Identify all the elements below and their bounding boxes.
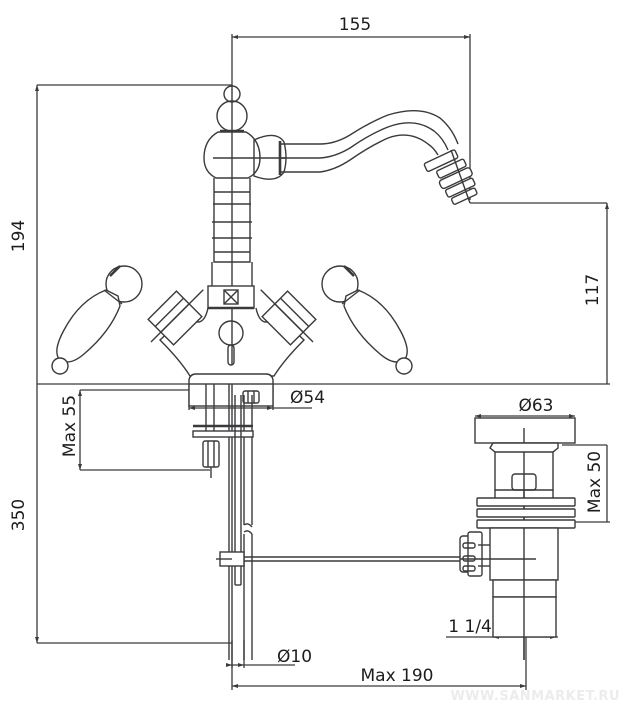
spout-mid — [281, 122, 449, 159]
label-total-height: 194 — [9, 220, 29, 252]
spout-upper — [281, 110, 459, 145]
right-handle[interactable] — [321, 265, 413, 375]
faucet-head — [203, 131, 261, 179]
label-max-rod-distance: Max 190 — [361, 666, 434, 686]
dim-spout-outlet-height: 117 — [470, 202, 609, 384]
label-waste-thread: 1 1/4" — [448, 617, 499, 637]
right-valve — [260, 289, 317, 346]
dim-max-deck-thickness: Max 55 — [60, 389, 210, 471]
break-mark — [243, 523, 253, 528]
finial-top — [223, 85, 241, 103]
left-valve — [147, 289, 204, 346]
waste-ring — [476, 497, 576, 507]
popup-waste — [459, 417, 576, 660]
label-waste-max-height: Max 50 — [585, 451, 605, 513]
label-max-deck-thickness: Max 55 — [60, 395, 80, 457]
label-spout-outlet-height: 117 — [583, 274, 603, 306]
dim-waste-max-height: Max 50 — [562, 444, 610, 523]
waste-flange — [474, 417, 576, 444]
faucet-stem — [213, 178, 251, 263]
dim-max-rod-distance: Max 190 — [231, 600, 527, 690]
fixing-nut — [202, 440, 220, 468]
left-handle[interactable] — [51, 265, 143, 375]
faucet — [51, 84, 478, 407]
label-hose-length: 350 — [9, 499, 29, 531]
dim-hose-length: 350 — [9, 384, 232, 644]
dim-total-height: 194 — [9, 84, 232, 384]
nut-mark-icon — [223, 289, 239, 305]
dim-waste-flange-diameter: Ø63 — [475, 396, 575, 418]
label-supply-diameter: Ø10 — [277, 647, 312, 667]
label-waste-flange-diameter: Ø63 — [518, 396, 553, 416]
dim-supply-diameter: Ø10 — [226, 640, 312, 668]
back-nut-washer — [192, 430, 254, 438]
base-body — [188, 383, 274, 407]
base-flange — [188, 373, 274, 384]
body-boss — [218, 320, 244, 346]
dim-spout-reach: 155 — [231, 15, 471, 200]
spout-lower — [281, 134, 439, 173]
watermark: WWW.SANMARKET.RU — [450, 689, 620, 704]
label-base-diameter: Ø54 — [290, 388, 325, 408]
label-spout-reach: 155 — [339, 15, 371, 35]
spout-collar — [253, 134, 287, 180]
spout-aerator — [423, 149, 478, 205]
under-deck-fittings — [192, 384, 460, 660]
